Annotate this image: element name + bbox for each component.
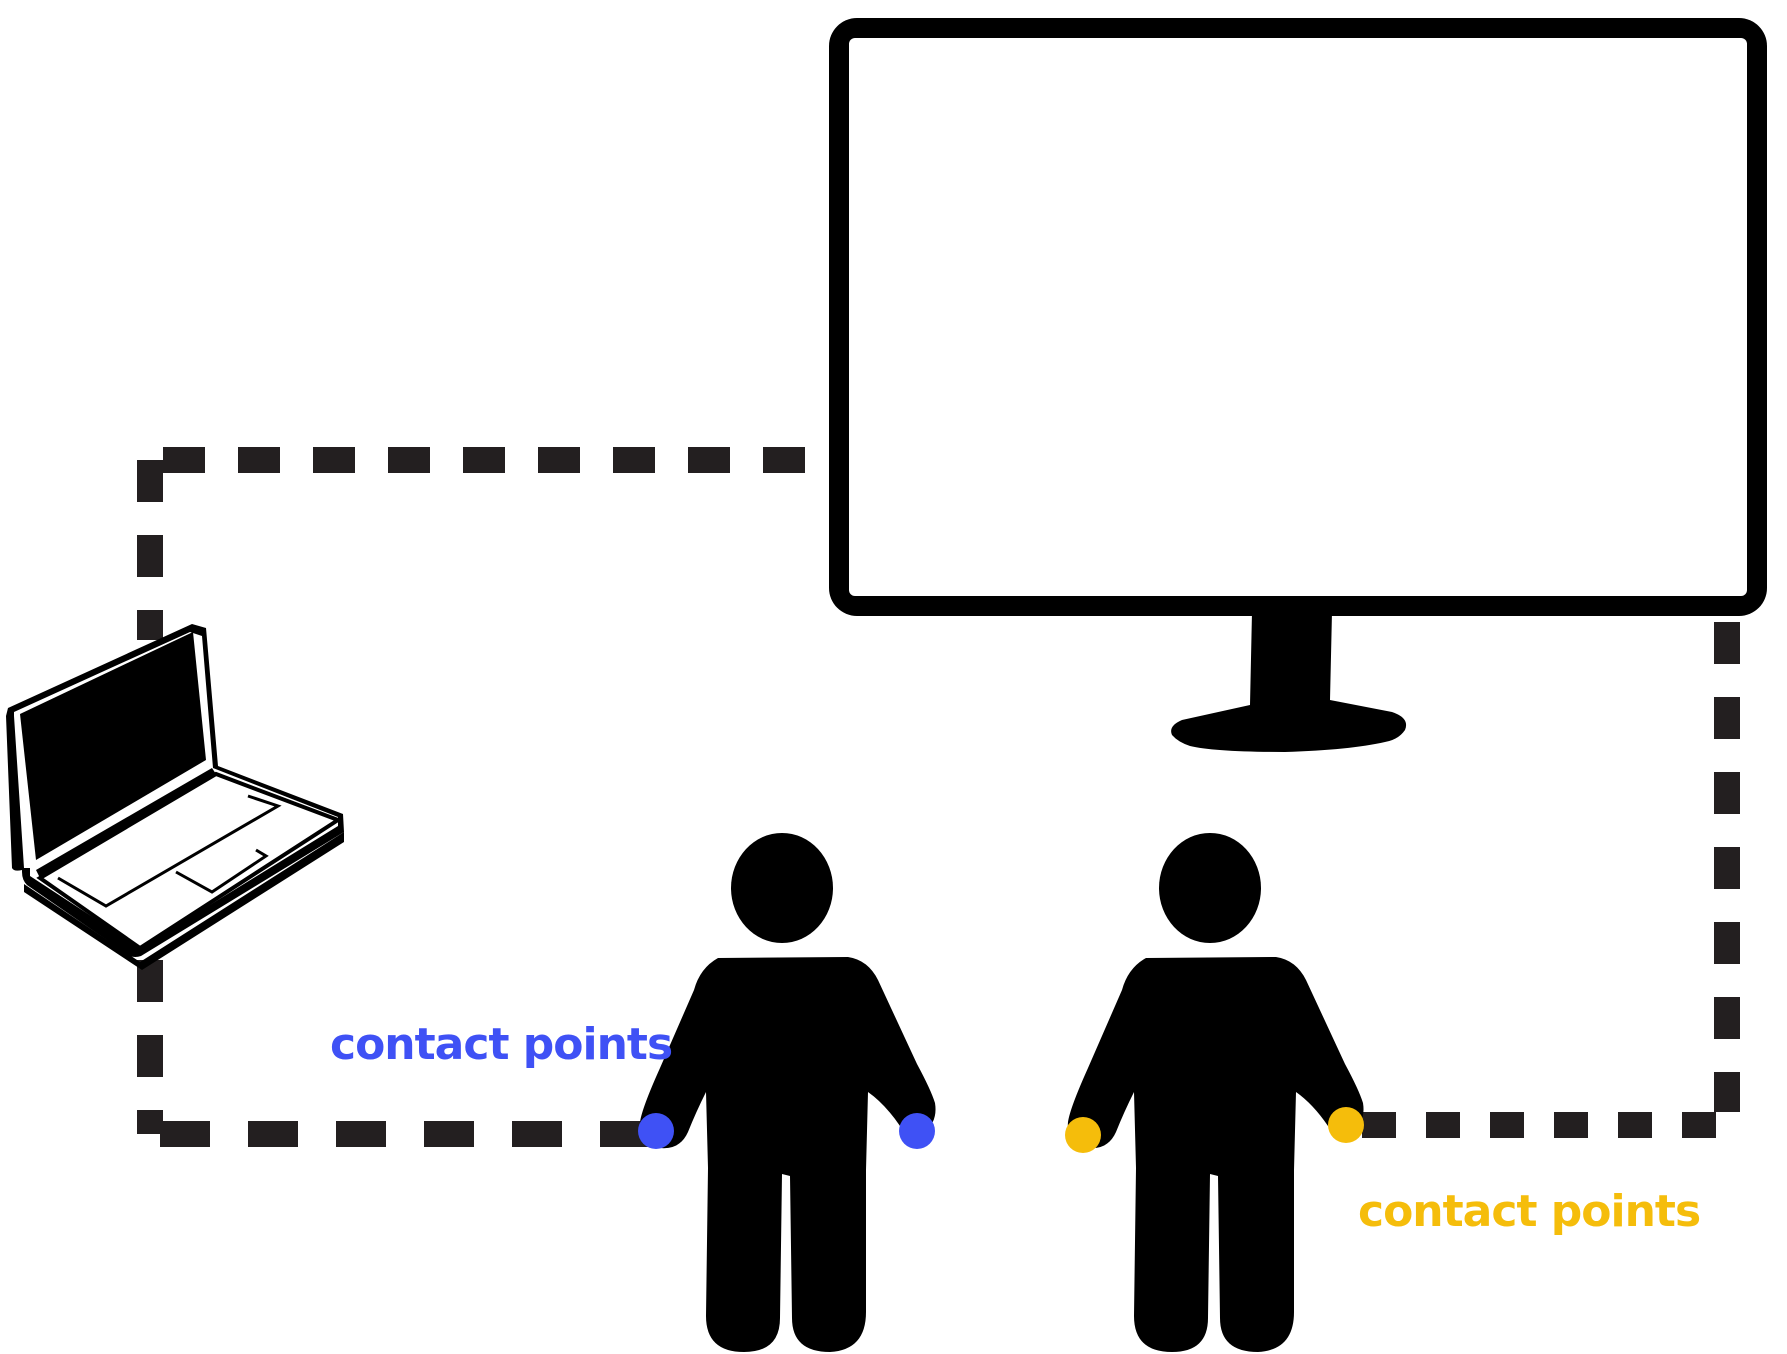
contact-points-label-blue: contact points [330, 1019, 673, 1070]
connection-monitor-person-right [1350, 622, 1740, 1138]
contact-point-yellow-right [1328, 1107, 1364, 1143]
connection-laptop-monitor [137, 447, 812, 640]
contact-points-label-yellow: contact points [1358, 1186, 1701, 1237]
person-icon-right [1067, 833, 1364, 1352]
monitor-icon [829, 18, 1767, 752]
contact-point-yellow-left [1065, 1117, 1101, 1153]
connection-laptop-person-left [137, 960, 660, 1147]
contact-point-blue-left [638, 1113, 674, 1149]
laptop-icon [6, 624, 344, 970]
person-icon-left [639, 833, 936, 1352]
contact-point-blue-right [899, 1113, 935, 1149]
